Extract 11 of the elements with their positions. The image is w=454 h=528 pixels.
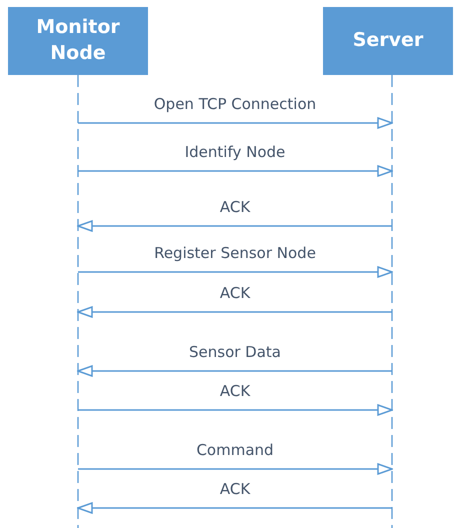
message-arrow <box>78 266 393 278</box>
message-arrow <box>78 117 393 129</box>
message-arrow <box>77 365 392 377</box>
message-arrow <box>78 463 393 475</box>
message-arrow <box>78 404 393 416</box>
message-arrow <box>77 220 392 232</box>
participant-box: Server <box>323 7 453 75</box>
message-arrow <box>78 165 393 177</box>
message-arrow <box>77 502 392 514</box>
message-arrow <box>77 306 392 318</box>
participant-box: Monitor Node <box>8 7 148 75</box>
